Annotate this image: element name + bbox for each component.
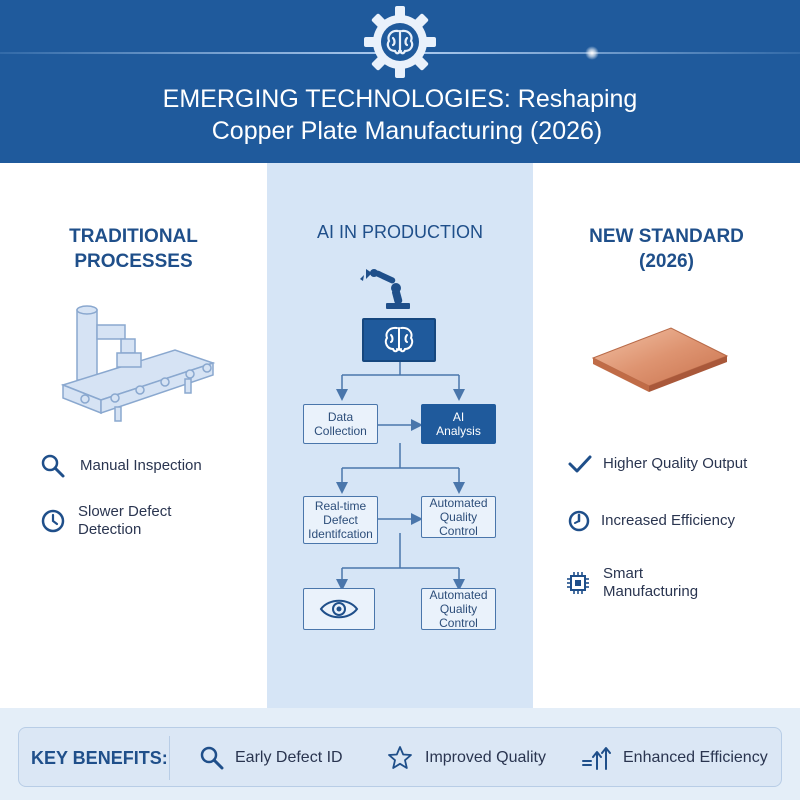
new-standard-column (533, 163, 800, 708)
brain-icon (384, 326, 414, 353)
node-text: Analysis (436, 424, 481, 438)
feature-slower-defect-detection: Slower Defect Detection (40, 503, 171, 539)
traditional-title-line1: TRADITIONAL (69, 226, 198, 247)
key-benefits-label: KEY BENEFITS: (31, 748, 168, 768)
node-vision-camera (303, 588, 375, 630)
footer-divider (169, 736, 170, 780)
header-spark (585, 46, 599, 60)
feature-label: Manual Inspection (80, 457, 202, 474)
node-text: Real-time (314, 499, 367, 513)
node-text: Defect (323, 513, 358, 527)
traditional-title-line2: PROCESSES (74, 251, 193, 272)
node-text: Control (439, 616, 478, 630)
robot-arm-icon (360, 265, 420, 310)
conveyor-machine-icon (55, 295, 225, 425)
checkmark-icon (568, 455, 592, 473)
benefit-enhanced-efficiency: Enhanced Efficiency (581, 728, 768, 788)
node-text: Automated (429, 588, 488, 602)
benefit-label: Improved Quality (425, 749, 546, 766)
page-title-line2: Copper Plate Manufacturing (2026) (211, 117, 603, 145)
arrows-up-icon (582, 747, 611, 770)
node-text: Data (327, 410, 354, 424)
new-standard-title-line1: NEW STANDARD (589, 226, 744, 247)
node-text: Collection (314, 424, 367, 438)
benefit-label: Enhanced Efficiency (623, 749, 768, 766)
feature-smart-manufacturing: Smart Manufacturing (565, 565, 698, 601)
feature-label: Higher Quality Output (603, 455, 748, 472)
clock-icon (41, 509, 65, 533)
feature-label-line2: Detection (78, 521, 142, 538)
feature-higher-quality-output: Higher Quality Output (567, 453, 747, 475)
node-text: Quality (439, 510, 478, 524)
node-text: Identifcation (308, 527, 373, 541)
key-benefits-bar: KEY BENEFITS: Early Defect ID Improved Q… (18, 727, 782, 787)
feature-manual-inspection: Manual Inspection (40, 453, 202, 479)
gear-brain-icon (360, 2, 440, 82)
flow-connectors (336, 362, 465, 591)
traditional-column (0, 163, 267, 708)
node-text: Control (439, 524, 478, 538)
key-benefits-footer: KEY BENEFITS: Early Defect ID Improved Q… (0, 708, 800, 800)
magnifier-icon (41, 454, 65, 478)
feature-label: Increased Efficiency (601, 512, 735, 529)
node-text: Quality (439, 602, 478, 616)
page-title-line1: EMERGING TECHNOLOGIES: Reshaping (162, 85, 638, 113)
eye-icon (319, 599, 359, 619)
benefit-early-defect-id: Early Defect ID (199, 728, 343, 788)
feature-label-line2: Manufacturing (603, 583, 699, 600)
feature-increased-efficiency: Increased Efficiency (566, 508, 735, 534)
header-banner: EMERGING TECHNOLOGIES: Reshaping Copper … (0, 0, 800, 163)
feature-label-line1: Smart (603, 565, 644, 582)
node-text: Automated (429, 496, 488, 510)
benefit-improved-quality: Improved Quality (387, 728, 546, 788)
magnifier-icon (200, 746, 224, 770)
ai-production-title: AI IN PRODUCTION (316, 222, 483, 242)
star-icon (388, 746, 412, 769)
node-text: AI (452, 410, 465, 424)
ai-brain-node (362, 318, 436, 362)
new-standard-title-line2: (2026) (639, 251, 694, 272)
gauge-icon (568, 510, 590, 532)
chip-icon (567, 572, 589, 594)
feature-label-line1: Slower Defect (78, 503, 172, 520)
benefit-label: Early Defect ID (235, 749, 343, 766)
copper-plate-icon (585, 320, 735, 395)
